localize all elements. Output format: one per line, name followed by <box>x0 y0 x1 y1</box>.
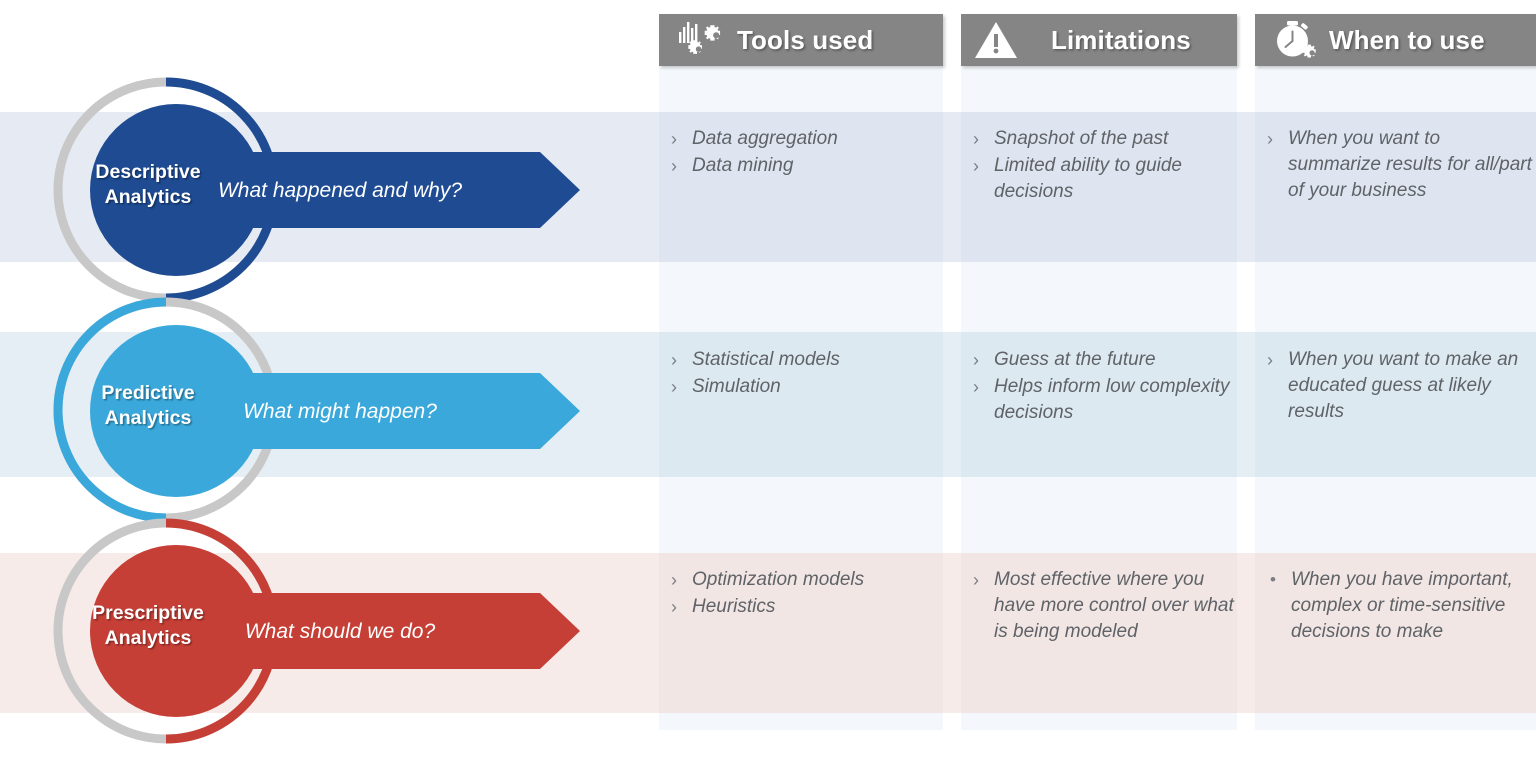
band-cell <box>961 112 1237 262</box>
bullet-text: Most effective where you have more contr… <box>994 569 1234 642</box>
bullet-text: When you want to summarize results for a… <box>1288 128 1532 201</box>
bullet-text: When you want to make an educated guess … <box>1288 349 1519 422</box>
bullet-item: › Statistical models <box>671 347 943 373</box>
row-band-descriptive <box>0 112 1536 262</box>
header-label-limitations: Limitations <box>1051 24 1191 55</box>
gears-chart-icon <box>673 18 727 62</box>
chevron-bullet-icon: › <box>973 350 979 370</box>
band-cell <box>1255 112 1536 262</box>
band-cell <box>1255 553 1536 713</box>
bullet-item: › Most effective where you have more cont… <box>973 567 1237 645</box>
chevron-bullet-icon: › <box>671 570 677 590</box>
chevron-bullet-icon: › <box>671 597 677 617</box>
bullet-text: Helps inform low complexity decisions <box>994 376 1230 423</box>
bullet-text: Heuristics <box>692 596 776 617</box>
stopwatch-gear-icon <box>1269 18 1323 62</box>
header-when-to-use[interactable]: When to use <box>1255 14 1536 66</box>
bullet-text: Optimization models <box>692 569 865 590</box>
arrow-banner-predictive: What might happen? <box>90 325 580 497</box>
bullet-text: Limited ability to guide decisions <box>994 155 1182 202</box>
chevron-bullet-icon: › <box>671 377 677 397</box>
chevron-bullet-icon: › <box>973 377 979 397</box>
chevron-shape <box>170 152 580 228</box>
cell-tools-descriptive: › Data aggregation › Data mining <box>659 126 943 180</box>
ring-progress-arc <box>53 297 167 523</box>
chevron-bullet-icon: › <box>1267 350 1273 370</box>
arrow-banner-prescriptive: What should we do? <box>90 545 580 717</box>
cell-limitations-prescriptive: › Most effective where you have more cont… <box>961 567 1237 646</box>
bullet-text: Snapshot of the past <box>994 128 1169 149</box>
header-limitations[interactable]: Limitations <box>961 14 1237 66</box>
chevron-bullet-icon: › <box>671 350 677 370</box>
header-label-when-to-use: When to use <box>1329 24 1485 55</box>
bullet-item: › Simulation <box>671 374 943 400</box>
bullet-item: › Data mining <box>671 153 943 179</box>
header-tools-used[interactable]: Tools used <box>659 14 943 66</box>
cell-tools-predictive: › Statistical models › Simulation <box>659 347 943 401</box>
bullet-text: Data mining <box>692 155 794 176</box>
bullet-item: • When you have important, complex or tim… <box>1267 567 1536 645</box>
cell-limitations-descriptive: › Snapshot of the past › Limited ability to… <box>961 126 1237 206</box>
bullet-item: › Helps inform low complexity decisions <box>973 374 1237 426</box>
chevron-bullet-icon: › <box>671 129 677 149</box>
cell-limitations-predictive: › Guess at the future › Helps inform low co… <box>961 347 1237 427</box>
chevron-shape <box>170 593 580 669</box>
band-cell <box>961 553 1237 713</box>
question-text-prescriptive: What should we do? <box>245 620 436 643</box>
bullet-item: › When you want to summarize results for … <box>1267 126 1536 204</box>
band-cell <box>961 332 1237 477</box>
warning-triangle-icon <box>971 18 1021 62</box>
band-cell <box>659 332 943 477</box>
cell-when-to-use-predictive: › When you want to make an educated guess… <box>1255 347 1536 426</box>
bullet-text: Data aggregation <box>692 128 838 149</box>
arrow-banner-descriptive: What happened and why? <box>90 104 580 276</box>
cell-tools-prescriptive: › Optimization models › Heuristics <box>659 567 943 621</box>
chevron-bullet-icon: › <box>671 156 677 176</box>
cell-when-to-use-descriptive: › When you want to summarize results for … <box>1255 126 1536 205</box>
chevron-bullet-icon: › <box>973 156 979 176</box>
band-cell <box>659 112 943 262</box>
header-label-tools-used: Tools used <box>737 24 874 55</box>
bullet-item: › When you want to make an educated guess… <box>1267 347 1536 425</box>
bullet-item: › Guess at the future <box>973 347 1237 373</box>
bullet-item: › Limited ability to guide decisions <box>973 153 1237 205</box>
cell-when-to-use-prescriptive: • When you have important, complex or tim… <box>1255 567 1536 646</box>
bullet-text: Guess at the future <box>994 349 1156 370</box>
chevron-shape <box>170 373 580 449</box>
question-text-descriptive: What happened and why? <box>218 179 462 202</box>
question-text-predictive: What might happen? <box>243 400 437 423</box>
bullet-item: › Data aggregation <box>671 126 943 152</box>
band-cell <box>659 553 943 713</box>
bullet-text: Simulation <box>692 376 781 397</box>
chevron-bullet-icon: › <box>973 570 979 590</box>
bullet-text: When you have important, complex or time… <box>1291 569 1513 642</box>
bullet-text: Statistical models <box>692 349 840 370</box>
bullet-item: › Heuristics <box>671 594 943 620</box>
dot-bullet-icon: • <box>1270 570 1276 589</box>
bullet-item: › Optimization models <box>671 567 943 593</box>
band-cell <box>1255 332 1536 477</box>
bullet-item: › Snapshot of the past <box>973 126 1237 152</box>
chevron-bullet-icon: › <box>1267 129 1273 149</box>
chevron-bullet-icon: › <box>973 129 979 149</box>
